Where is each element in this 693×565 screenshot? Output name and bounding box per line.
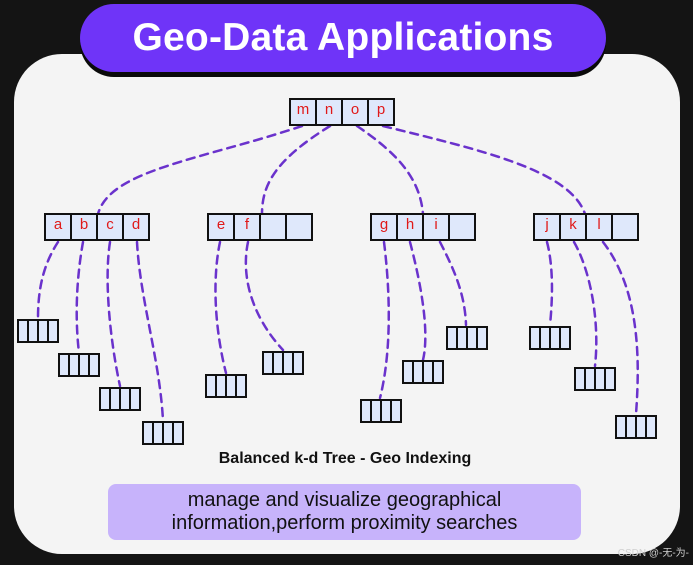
leaf-bucket <box>262 351 304 375</box>
edge-l-to-leaf <box>601 240 639 416</box>
edge-j-to-leaf <box>545 240 554 327</box>
edge-root-to-jkl <box>381 124 587 216</box>
node-key: c <box>98 215 124 239</box>
node-key: f <box>235 215 261 239</box>
description-box: manage and visualize geographical inform… <box>108 484 581 540</box>
node-key: h <box>398 215 424 239</box>
edge-a-to-leaf <box>36 240 60 320</box>
edge-h-to-leaf <box>408 240 427 362</box>
leaf-bucket <box>615 415 657 439</box>
node-key: n <box>317 100 343 124</box>
node-key: e <box>209 215 235 239</box>
node-key: a <box>46 215 72 239</box>
content-card <box>14 54 680 554</box>
leaf-bucket <box>446 326 488 350</box>
node-key <box>613 215 637 239</box>
edge-d-to-leaf <box>135 240 165 423</box>
leaf-bucket <box>58 353 100 377</box>
node-key: j <box>535 215 561 239</box>
node-key: b <box>72 215 98 239</box>
edge-f-to-leaf <box>244 240 285 352</box>
edge-root-to-ghi <box>355 124 425 216</box>
tree-node-ef: e f <box>207 213 313 241</box>
node-key <box>450 215 474 239</box>
edge-b-to-leaf <box>75 240 85 355</box>
node-key: p <box>376 101 386 118</box>
edge-e-to-leaf <box>214 240 228 375</box>
node-key: k <box>561 215 587 239</box>
leaf-bucket <box>205 374 247 398</box>
node-key: l <box>587 215 613 239</box>
node-key: i <box>424 215 450 239</box>
tree-node-abcd: a b c d <box>44 213 150 241</box>
edge-root-to-ef <box>260 124 332 216</box>
leaf-bucket <box>574 367 616 391</box>
edge-k-to-leaf <box>572 240 598 368</box>
tree-node-ghi: g h i <box>370 213 476 241</box>
leaf-bucket <box>99 387 141 411</box>
tree-caption: Balanced k-d Tree - Geo Indexing <box>218 450 472 467</box>
node-key <box>287 215 311 239</box>
leaf-bucket <box>142 421 184 445</box>
edge-i-to-leaf <box>438 240 468 327</box>
edge-g-to-leaf <box>378 240 391 400</box>
leaf-bucket <box>17 319 59 343</box>
watermark: CSDN @-无-为- <box>617 548 689 559</box>
node-key: g <box>372 215 398 239</box>
edge-c-to-leaf <box>106 240 122 388</box>
leaf-bucket <box>360 399 402 423</box>
node-key: o <box>343 100 369 124</box>
tree-root-node: m n o p <box>289 98 395 126</box>
tree-node-jkl: j k l <box>533 213 639 241</box>
description-line-2: information,perform proximity searches <box>171 512 518 534</box>
node-key <box>261 215 287 239</box>
description-line-1: manage and visualize geographical <box>187 489 502 511</box>
page-title: Geo-Data Applications <box>80 4 606 72</box>
leaf-bucket <box>529 326 571 350</box>
leaf-bucket <box>402 360 444 384</box>
node-key: m <box>291 100 317 124</box>
node-key: d <box>131 216 141 233</box>
edge-root-to-abcd <box>96 124 304 216</box>
